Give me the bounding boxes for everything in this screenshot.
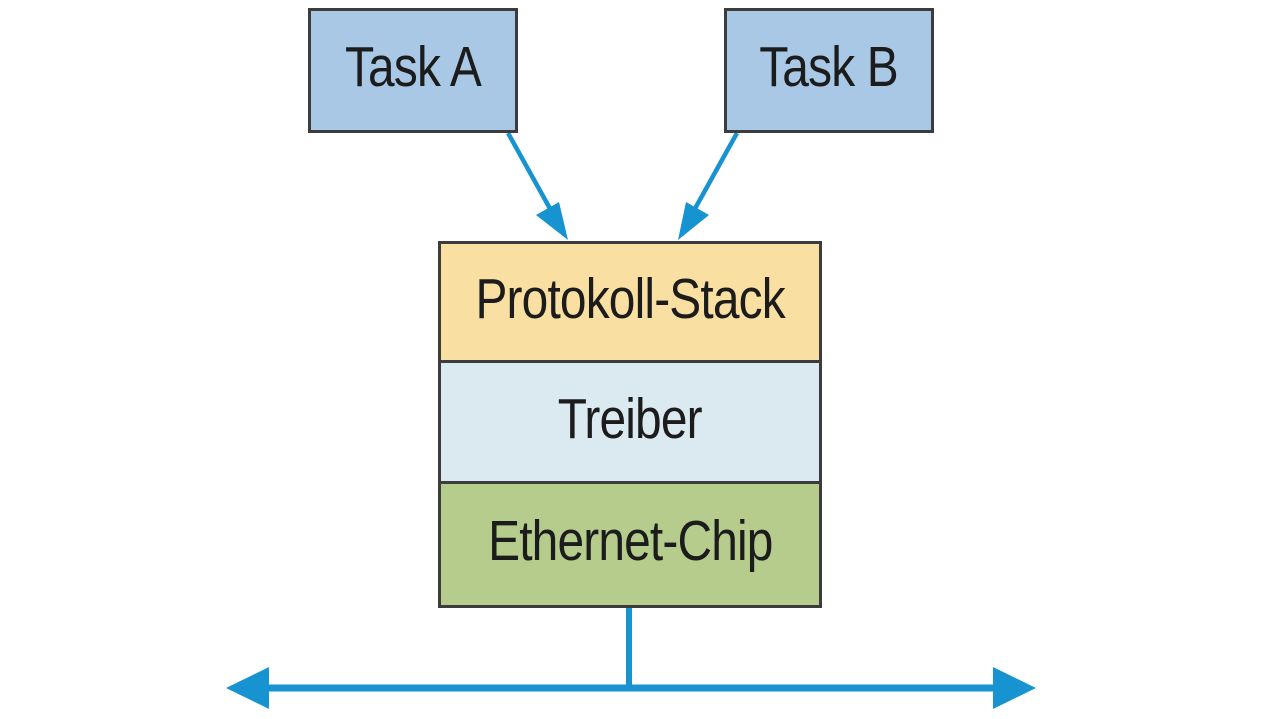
driver-label: Treiber xyxy=(557,386,703,451)
ethernet-chip-box: Ethernet-Chip xyxy=(438,481,822,608)
ethernet-chip-label: Ethernet-Chip xyxy=(487,509,773,573)
task-a-box: Task A xyxy=(308,8,518,133)
arrow-task-b-to-stack-icon xyxy=(678,131,739,240)
task-b-label: Task B xyxy=(759,35,899,99)
task-a-label: Task A xyxy=(344,35,482,99)
driver-box: Treiber xyxy=(438,360,822,484)
protocol-stack-box: Protokoll-Stack xyxy=(438,241,822,363)
network-stack: Protokoll-Stack Treiber Ethernet-Chip xyxy=(438,241,822,608)
bus-arrow-icon xyxy=(226,667,1036,709)
arrow-task-a-to-stack-icon xyxy=(506,131,568,240)
protocol-stack-label: Protokoll-Stack xyxy=(475,266,785,331)
task-b-box: Task B xyxy=(724,8,934,133)
